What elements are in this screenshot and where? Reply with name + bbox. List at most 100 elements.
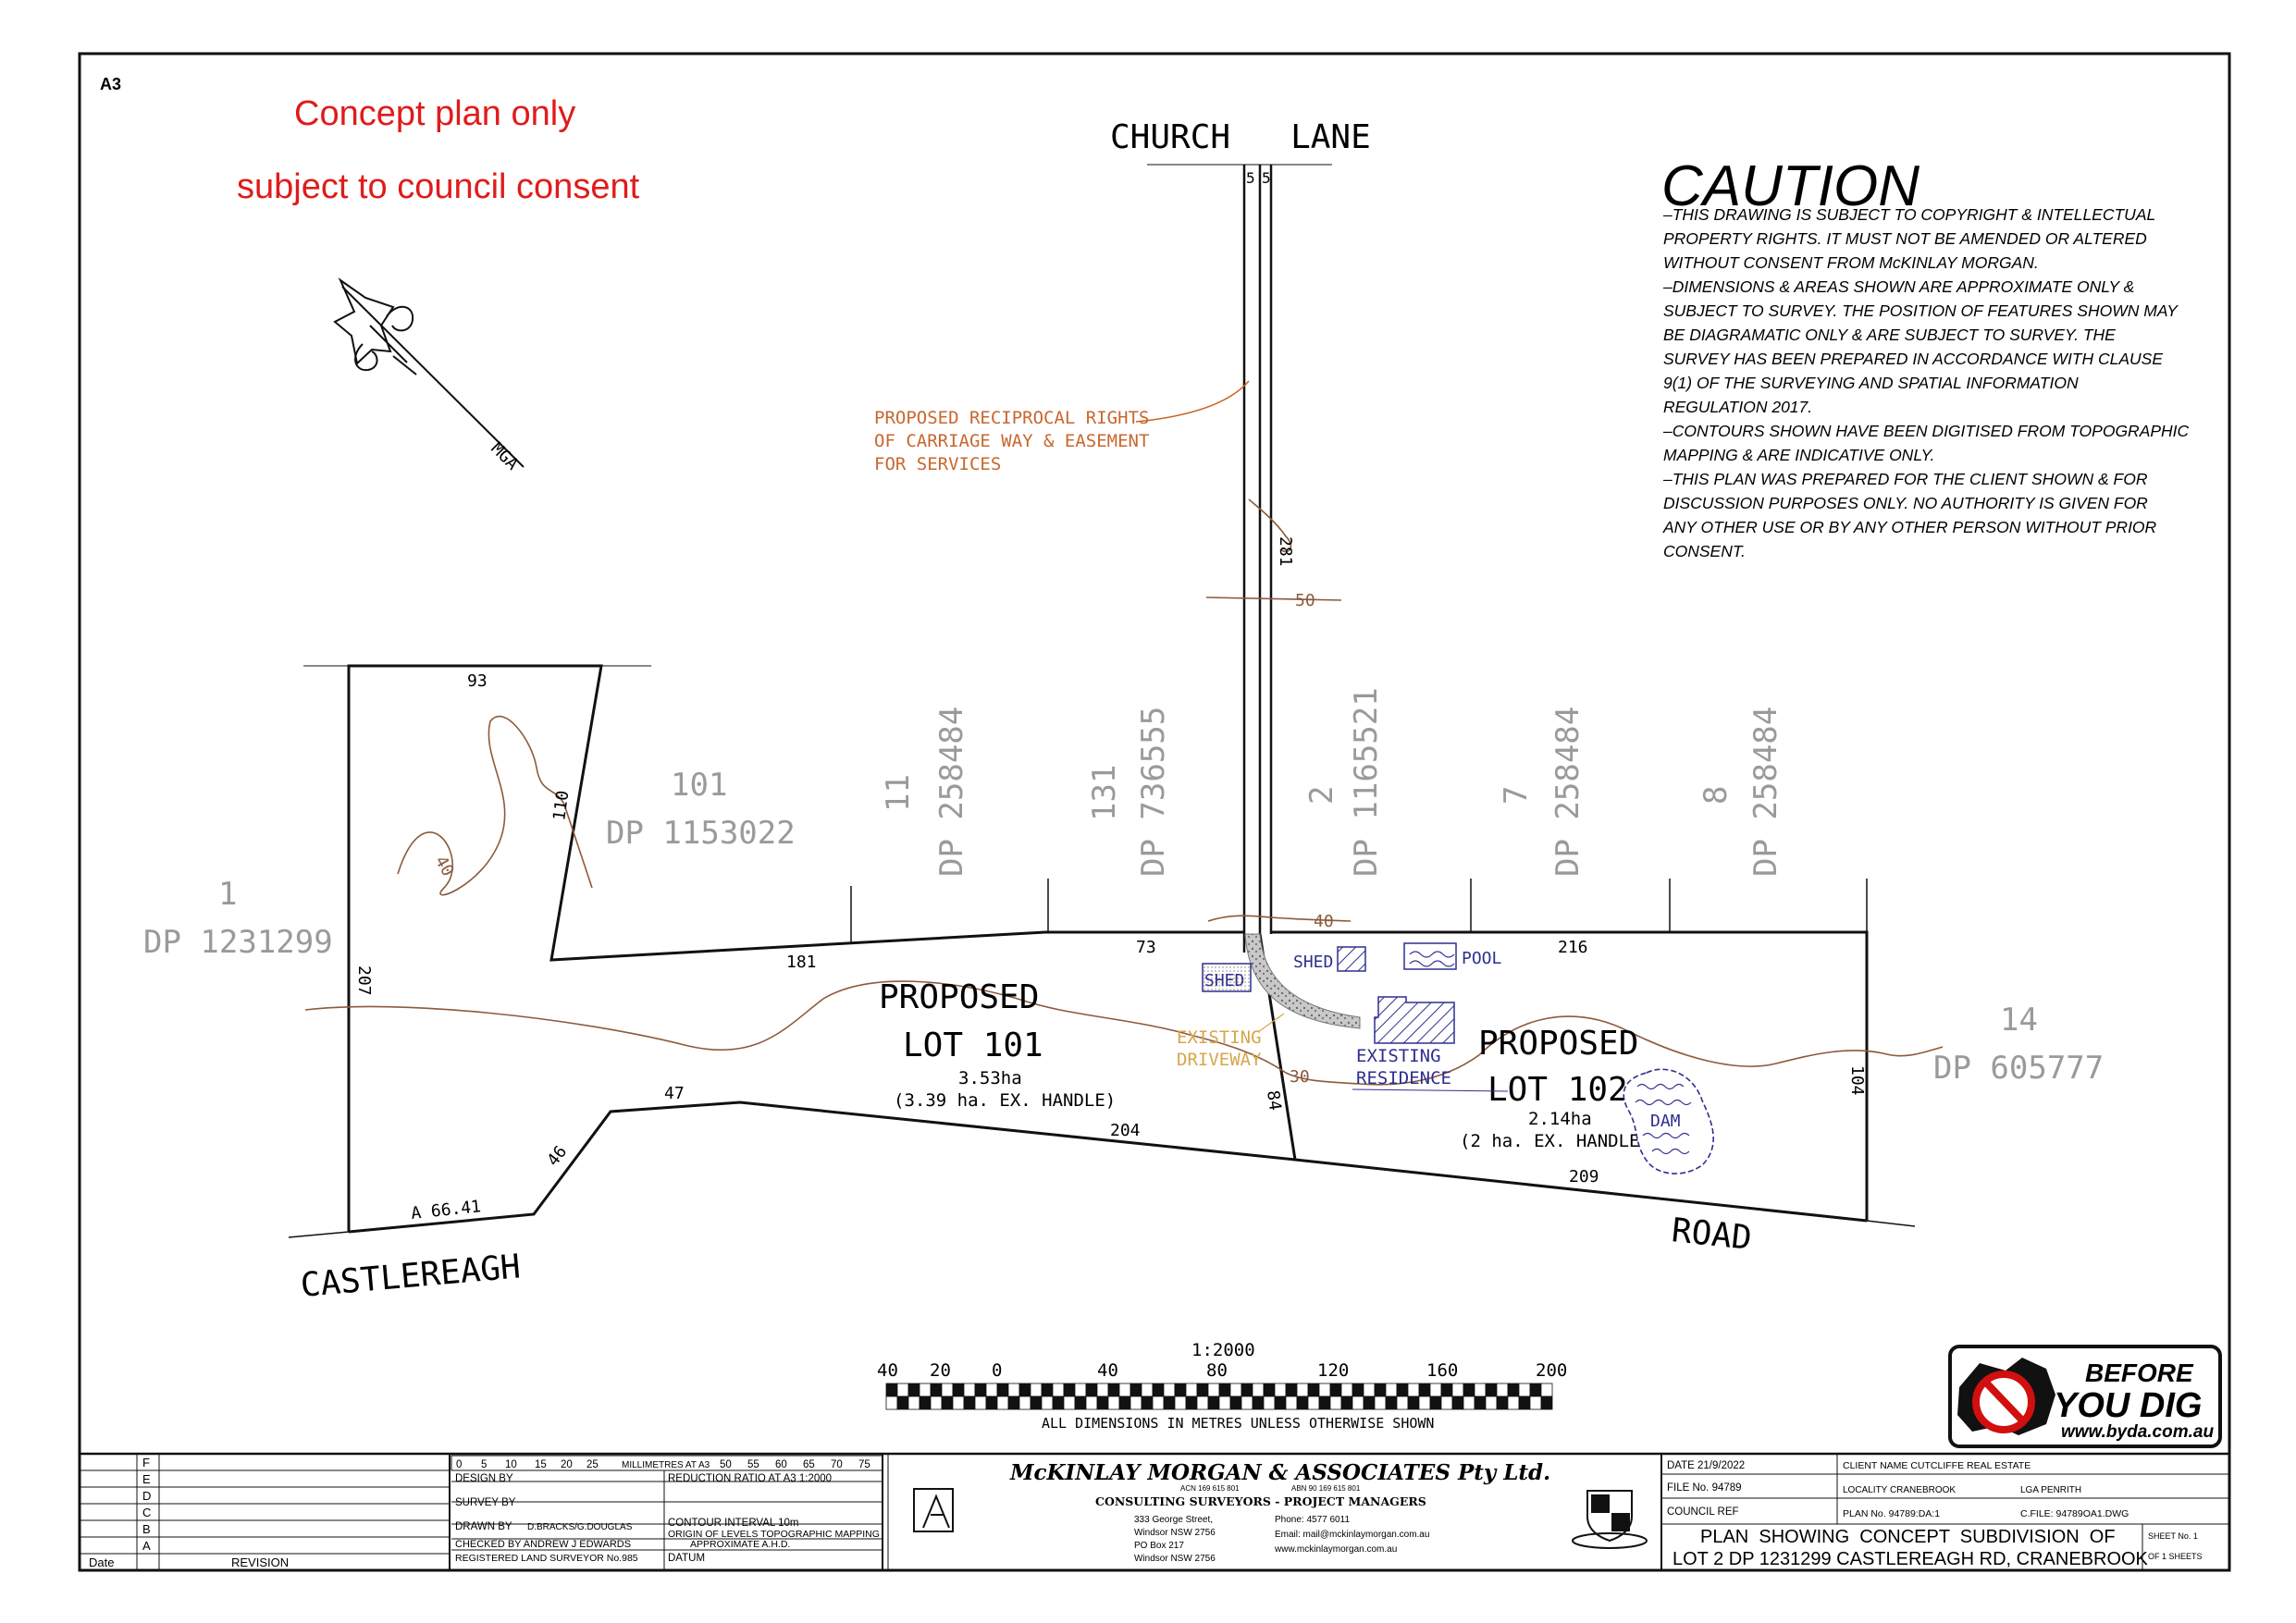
scale-cell <box>1352 1383 1364 1397</box>
scale-cell <box>985 1396 998 1410</box>
before-you-dig-logo: BEFORE YOU DIG www.byda.com.au <box>1948 1345 2222 1448</box>
scale-cell <box>907 1396 920 1410</box>
scale-label: 40 <box>877 1360 898 1381</box>
easement-line: FOR SERVICES <box>874 454 1001 474</box>
scale-cell <box>974 1383 987 1397</box>
scale-cell <box>1218 1396 1231 1410</box>
scale-cell <box>1318 1396 1331 1410</box>
cad-file: C.FILE: 94789OA1.DWG <box>2020 1508 2129 1519</box>
caution-line: SURVEY HAS BEEN PREPARED IN ACCORDANCE W… <box>1663 350 2163 368</box>
easement-leader <box>1135 380 1250 423</box>
scale-cell <box>1185 1383 1198 1397</box>
scale-cell <box>896 1396 909 1410</box>
ruler-num: 60 <box>775 1459 787 1470</box>
ruler-num: 65 <box>803 1459 815 1470</box>
shed-east <box>1337 946 1366 972</box>
council-consent-notice: subject to council consent <box>237 167 640 206</box>
caution-line: PROPERTY RIGHTS. IT MUST NOT BE AMENDED … <box>1663 229 2147 248</box>
dim-93: 93 <box>467 671 488 691</box>
contour-interval: CONTOUR INTERVAL 10m <box>668 1518 798 1529</box>
scale-cell <box>1485 1396 1498 1410</box>
scale-cell <box>1340 1383 1353 1397</box>
dim-46: 46 <box>543 1142 571 1170</box>
ruler-num: 15 <box>535 1459 547 1470</box>
origin-of-levels: ORIGIN OF LEVELS TOPOGRAPHIC MAPPING <box>668 1529 880 1540</box>
scale-cell <box>1141 1383 1154 1397</box>
scale-cell <box>1074 1383 1087 1397</box>
dim-204: 204 <box>1110 1121 1141 1140</box>
scale-cell <box>1407 1396 1420 1410</box>
scale-cell <box>1152 1383 1165 1397</box>
lot-14-dp: DP 605777 <box>1933 1050 2104 1087</box>
lot-2-dp: DP 1165521 <box>1348 687 1385 877</box>
easement-line: OF CARRIAGE WAY & EASEMENT <box>874 431 1149 451</box>
scale-cell <box>930 1396 943 1410</box>
scale-note: ALL DIMENSIONS IN METRES UNLESS OTHERWIS… <box>1042 1415 1434 1432</box>
caution-line: BE DIAGRAMATIC ONLY & ARE SUBJECT TO SUR… <box>1663 326 2116 344</box>
drawn-names: D.BRACKS/G.DOUGLAS <box>527 1522 633 1532</box>
neighbour-boundaries <box>850 879 1868 943</box>
caution-line: –THIS PLAN WAS PREPARED FOR THE CLIENT S… <box>1662 470 2148 488</box>
ruler-num: 10 <box>505 1459 517 1470</box>
plan-number: PLAN No. 94789:DA:1 <box>1843 1508 1940 1519</box>
scale-label: 160 <box>1426 1360 1458 1381</box>
revision-letter: F <box>142 1456 150 1469</box>
scale-cell <box>1507 1383 1520 1397</box>
scale-cell <box>1196 1383 1209 1397</box>
scale-cell <box>1129 1383 1142 1397</box>
lot-131-number: 131 <box>1086 765 1123 821</box>
drawn-by: DRAWN BY <box>455 1521 512 1532</box>
scale-cell <box>1374 1383 1387 1397</box>
driveway-leader <box>1257 1013 1285 1033</box>
scale-cell <box>1252 1396 1265 1410</box>
scale-cell <box>1018 1383 1031 1397</box>
scale-cell <box>1285 1396 1298 1410</box>
scale-cell <box>1529 1383 1542 1397</box>
byd-line-2: YOU DIG <box>2054 1386 2202 1425</box>
caution-line: WITHOUT CONSENT FROM McKINLAY MORGAN. <box>1663 253 2039 272</box>
scale-cell <box>1363 1383 1376 1397</box>
scale-bar-cells <box>885 1383 1553 1410</box>
scale-cell <box>1396 1396 1409 1410</box>
shed-west <box>1202 963 1252 992</box>
scale-cell <box>1085 1383 1098 1397</box>
scale-cell <box>1540 1383 1553 1397</box>
scale-cell <box>1451 1396 1464 1410</box>
scale-cell <box>963 1383 976 1397</box>
scale-cell <box>1518 1383 1531 1397</box>
plan-title-line-2: LOT 2 DP 1231299 CASTLEREAGH RD, CRANEBR… <box>1673 1549 2149 1569</box>
dim-84: 84 <box>1263 1089 1285 1112</box>
coat-of-arms-icon <box>1572 1490 1648 1549</box>
scale-cell <box>1063 1383 1076 1397</box>
scale-cell <box>1118 1396 1131 1410</box>
plan-date: DATE 21/9/2022 <box>1667 1460 1745 1471</box>
ruler-num: 20 <box>561 1459 573 1470</box>
caution-line: MAPPING & ARE INDICATIVE ONLY. <box>1663 446 1934 464</box>
scale-cell <box>1152 1396 1165 1410</box>
scale-cell <box>1263 1383 1276 1397</box>
lot-11-number: 11 <box>880 774 917 812</box>
company-name: McKINLAY MORGAN & ASSOCIATES Pty Ltd. <box>1009 1460 1550 1485</box>
residence-label-2: RESIDENCE <box>1356 1068 1451 1088</box>
scale-cell <box>1407 1383 1420 1397</box>
scale-cell <box>1218 1383 1231 1397</box>
dam <box>1623 1068 1714 1174</box>
scale-cell <box>1141 1396 1154 1410</box>
shed-west-label: SHED <box>1204 971 1244 990</box>
scale-cell <box>1096 1383 1109 1397</box>
lot-131-dp: DP 736555 <box>1135 707 1172 877</box>
ruler-num: 25 <box>586 1459 599 1470</box>
scale-cell <box>1440 1383 1453 1397</box>
driveway-label-2: DRIVEWAY <box>1177 1050 1262 1070</box>
scale-cell <box>1307 1396 1320 1410</box>
revision-letter: D <box>142 1489 151 1503</box>
road-edge-left <box>288 1231 350 1238</box>
scale-cell <box>1207 1396 1220 1410</box>
scale-cell <box>1429 1396 1442 1410</box>
scale-cell <box>1174 1396 1187 1410</box>
scale-cell <box>1163 1396 1176 1410</box>
scale-cell <box>1385 1383 1398 1397</box>
scale-cell <box>896 1383 909 1397</box>
dim-209: 209 <box>1569 1167 1599 1187</box>
design-by: DESIGN BY <box>455 1473 513 1484</box>
